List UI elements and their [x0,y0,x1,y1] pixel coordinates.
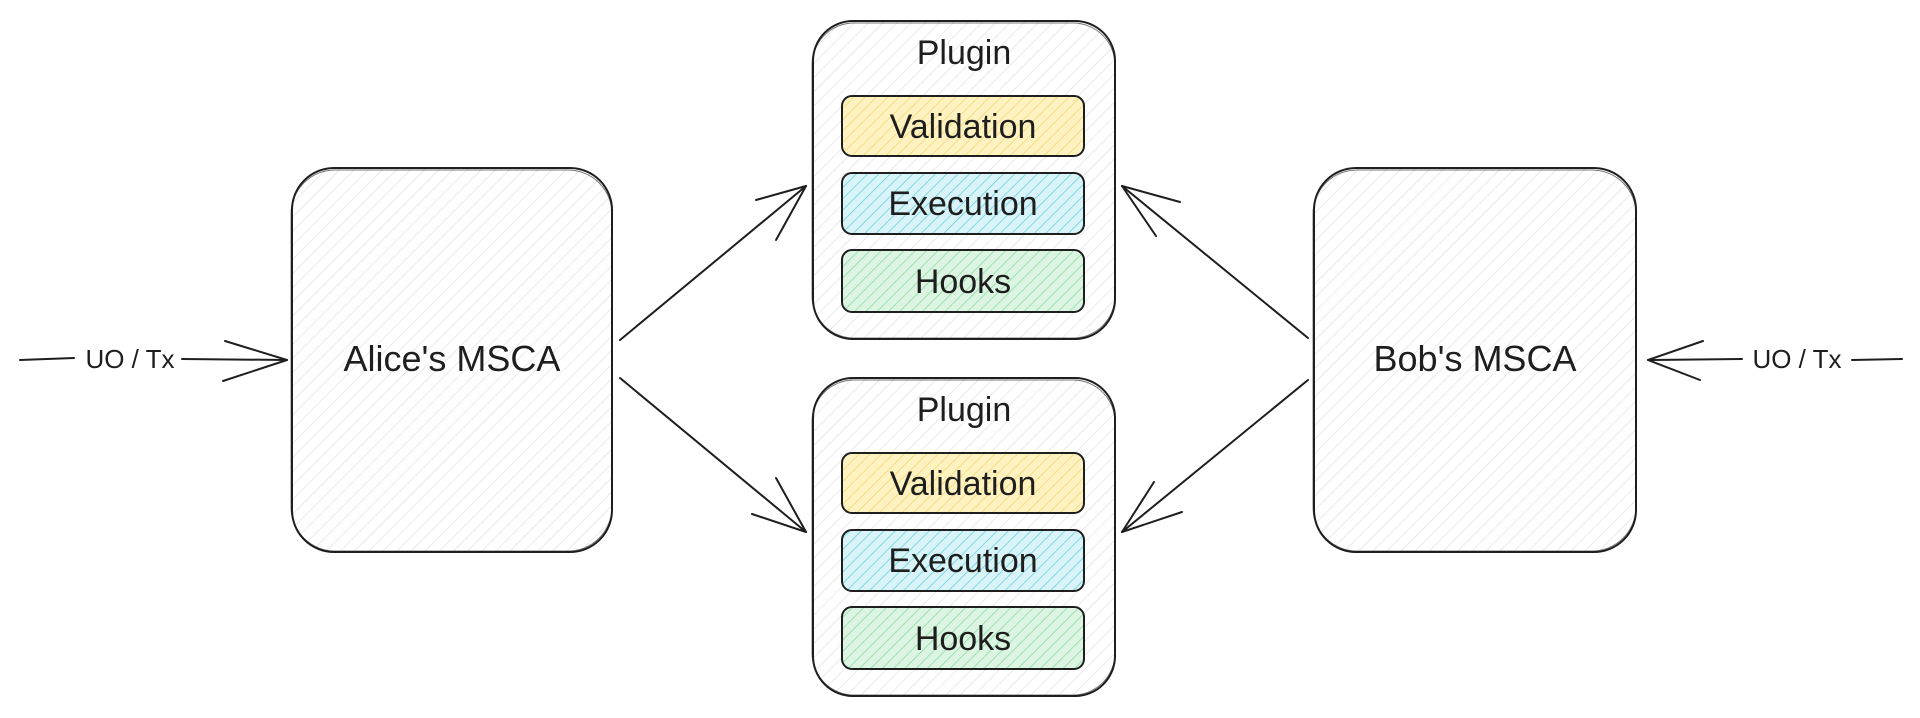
alice-msca-box: Alice's MSCA [290,167,613,553]
left-input-arrow [19,340,288,382]
alice-to-plugin-bottom-arrow [619,377,807,533]
bob-to-plugin-bottom-arrow [1121,379,1309,533]
plugin-bottom-validation-module: Validation [841,452,1085,514]
alice-msca-label: Alice's MSCA [344,338,561,379]
plugin-bottom-title: Plugin [917,391,1012,429]
right-input-label: UO / Tx [1752,344,1841,374]
plugin-bottom-hooks-module: Hooks [841,606,1085,670]
plugin-bottom-hooks-label: Hooks [915,620,1011,658]
plugin-bottom: Plugin Validation Execution Hooks [811,377,1116,697]
bob-msca-box: Bob's MSCA [1312,167,1637,553]
plugin-top-execution-module: Execution [841,172,1085,235]
alice-to-plugin-top-arrow [619,185,807,341]
left-input-label: UO / Tx [85,344,174,374]
plugin-top-title: Plugin [917,34,1012,72]
plugin-bottom-validation-label: Validation [890,465,1037,503]
right-input-arrow [1647,340,1903,381]
bob-to-plugin-top-arrow [1121,185,1309,339]
plugin-top-hooks-module: Hooks [841,249,1085,313]
bob-msca-label: Bob's MSCA [1374,338,1577,379]
plugin-bottom-execution-label: Execution [888,542,1037,580]
plugin-top-execution-label: Execution [888,185,1037,223]
plugin-top: Plugin Validation Execution Hooks [811,20,1116,340]
plugin-top-validation-label: Validation [890,108,1037,146]
plugin-bottom-execution-module: Execution [841,529,1085,592]
plugin-top-validation-module: Validation [841,95,1085,157]
plugin-top-hooks-label: Hooks [915,263,1011,301]
